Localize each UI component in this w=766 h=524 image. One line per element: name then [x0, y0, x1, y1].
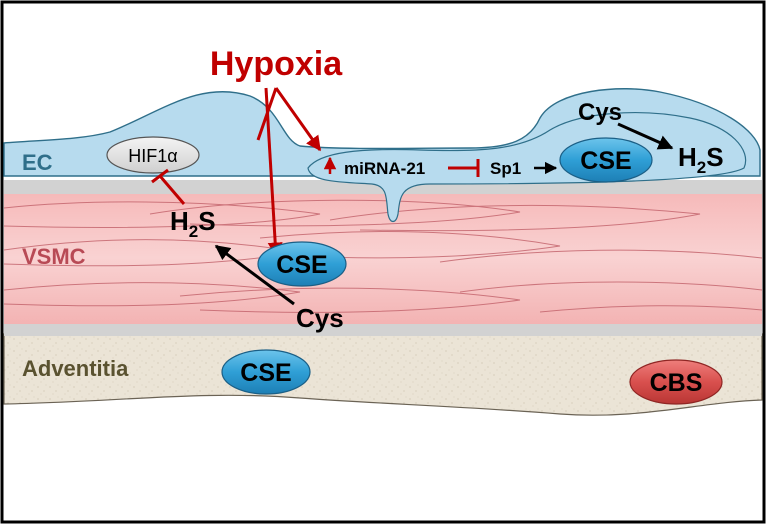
cse-ec-label: CSE — [580, 147, 631, 175]
sp1-label: Sp1 — [490, 159, 521, 178]
adventitia-layer — [3, 333, 763, 416]
cys-vsmc-label: Cys — [296, 303, 344, 333]
cys-to-h2s-ec-arrow — [617, 122, 674, 150]
h2s-inhibits-hif-bar — [151, 168, 169, 184]
cse-ec-node — [559, 137, 653, 183]
ec-label: EC — [22, 150, 53, 175]
h2s-vsmc-label: H2S — [170, 206, 216, 241]
hif1a-label: HIF1α — [128, 146, 177, 166]
cse-vsmc-node — [257, 241, 347, 287]
mirna-label: miRNA-21 — [344, 159, 425, 178]
hypoxia-arrow-segment-1 — [256, 87, 278, 141]
vsmc-label: VSMC — [22, 244, 86, 269]
hypoxia-label: Hypoxia — [210, 45, 343, 83]
cbs-adventitia-node — [629, 359, 723, 405]
cse-adventitia-node — [221, 349, 311, 395]
hif1a-node — [106, 136, 200, 174]
cse-vsmc-label: CSE — [276, 251, 327, 279]
endothelial-cell-outline — [307, 112, 747, 223]
cbs-adventitia-label: CBS — [650, 369, 703, 397]
adventitia-label: Adventitia — [22, 356, 129, 381]
h2s-inhibits-hif-line — [158, 175, 186, 205]
cys-ec-label: Cys — [578, 99, 622, 126]
hypoxia-to-mirna-arrow — [274, 87, 322, 152]
h2s-ec-label: H2S — [678, 142, 724, 177]
cse-adventitia-label: CSE — [240, 359, 291, 387]
cys-to-h2s-vsmc-arrow — [214, 244, 295, 306]
outer-elastic-lamina — [4, 322, 762, 336]
